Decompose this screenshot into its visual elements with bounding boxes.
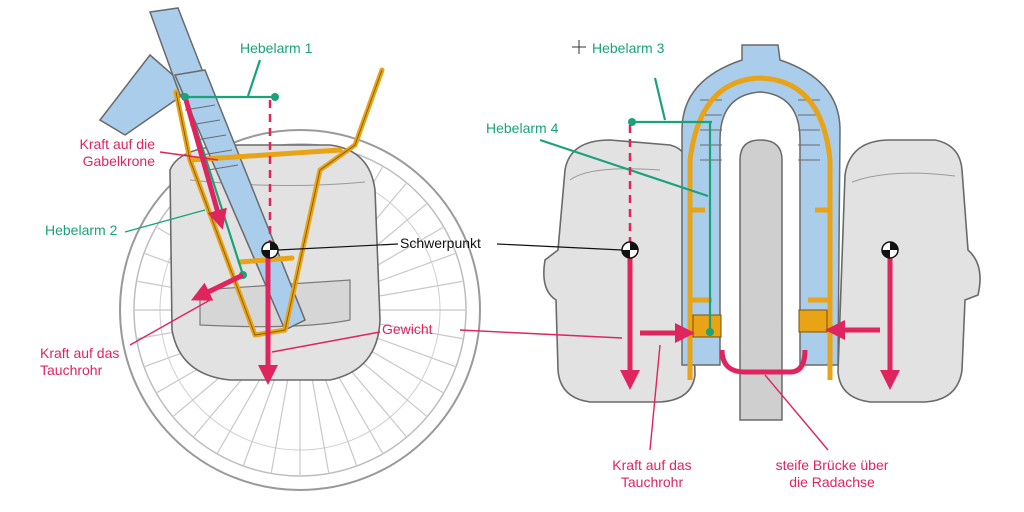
center-of-gravity-icon bbox=[261, 241, 279, 259]
label-gewicht: Gewicht bbox=[382, 321, 433, 337]
right-view-right-pannier bbox=[837, 139, 981, 403]
wheel-spoke bbox=[243, 366, 281, 466]
label-hebelarm-2: Hebelarm 2 bbox=[45, 222, 118, 238]
force-arrow-crown bbox=[183, 99, 227, 230]
label-hebelarm-3: Hebelarm 3 bbox=[592, 40, 665, 56]
label-kraft-tauchrohr-right: Kraft auf das Tauchrohr bbox=[612, 457, 692, 490]
rigid-bridge bbox=[719, 349, 808, 375]
force-arrow-lowerleg-left bbox=[191, 272, 245, 301]
label-steife-bruecke: steife Brücke über die Radachse bbox=[775, 457, 889, 490]
right-front-view bbox=[539, 44, 981, 451]
fork-leg bbox=[173, 69, 306, 332]
front-tire bbox=[739, 139, 783, 421]
wheel-spoke bbox=[270, 368, 291, 473]
left-side-view bbox=[98, 7, 481, 491]
right-view-left-pannier bbox=[543, 139, 696, 403]
label-hebelarm-1: Hebelarm 1 bbox=[240, 40, 313, 56]
hebelarm-1-lines bbox=[185, 59, 275, 99]
right-view-fork bbox=[681, 44, 841, 366]
crosshair-icon bbox=[572, 40, 586, 54]
label-kraft-gabelkrone: Kraft auf die Gabelkrone bbox=[79, 136, 156, 169]
center-of-gravity-icon bbox=[621, 241, 639, 259]
wheel-spoke bbox=[319, 366, 357, 466]
wheel-spoke bbox=[309, 368, 330, 473]
right-lowrider-rack bbox=[687, 75, 833, 380]
center-of-gravity-icon bbox=[881, 241, 899, 259]
schwerpunkt-leaders bbox=[277, 243, 623, 251]
label-schwerpunkt: Schwerpunkt bbox=[400, 235, 481, 251]
label-hebelarm-4: Hebelarm 4 bbox=[486, 120, 559, 136]
label-kraft-tauchrohr-left: Kraft auf das Tauchrohr bbox=[40, 345, 120, 378]
gewicht-leaders bbox=[271, 329, 623, 353]
